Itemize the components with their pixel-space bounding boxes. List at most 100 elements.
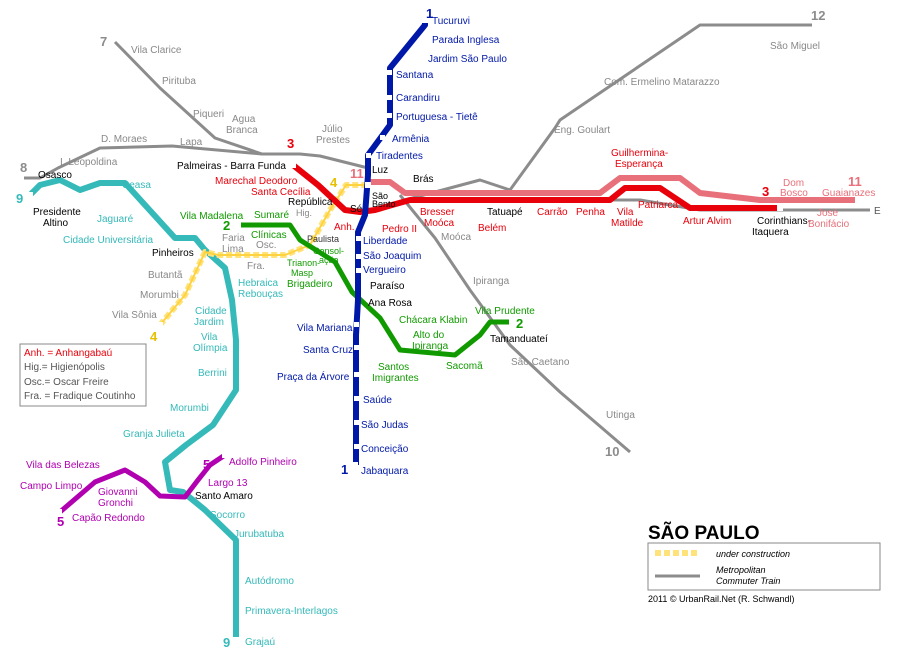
station-conceicao: Conceição bbox=[361, 444, 409, 455]
line-8-label: 8 bbox=[20, 160, 27, 175]
station-faria-lima-2: Lima bbox=[222, 244, 244, 255]
station-santa-cecilia: Santa Cecília bbox=[251, 187, 311, 198]
line-1-top-label: 1 bbox=[426, 6, 433, 21]
station-campo-limpo: Campo Limpo bbox=[20, 481, 83, 492]
legend-box: under construction Metropolitan Commuter… bbox=[647, 542, 881, 591]
station-parada-inglesa: Parada Inglesa bbox=[432, 35, 500, 46]
station-chacara-klabin: Chácara Klabin bbox=[399, 315, 467, 326]
station-vila-clarice: Vila Clarice bbox=[131, 45, 182, 56]
station-vila-matilde-1: Vila bbox=[617, 207, 634, 218]
station-trianon-1: Trianon- bbox=[287, 258, 320, 268]
station-jose-bonifacio-1: José bbox=[817, 208, 839, 219]
station-armenia: Armênia bbox=[392, 134, 430, 145]
station-anh: Anh. bbox=[334, 222, 355, 233]
abbrev-anh: Anh. = Anhangabaú bbox=[24, 348, 112, 359]
line-9-top-label: 9 bbox=[16, 191, 23, 206]
abbreviation-box: Anh. = Anhangabaú Hig.= Higienópolis Osc… bbox=[19, 343, 147, 407]
station-giovanni-2: Gronchi bbox=[98, 498, 133, 509]
station-ipiranga: Ipiranga bbox=[473, 276, 510, 287]
station-santa-cruz: Santa Cruz bbox=[303, 345, 353, 356]
station-presidente-altino-1: Presidente bbox=[33, 207, 81, 218]
station-clinicas: Clínicas bbox=[251, 230, 287, 241]
station-largo13: Largo 13 bbox=[208, 478, 248, 489]
station-i-leopoldina: I. Leopoldina bbox=[60, 157, 118, 168]
station-butanta: Butantã bbox=[148, 270, 183, 281]
station-piqueri: Piqueri bbox=[193, 109, 224, 120]
line-11-track bbox=[368, 175, 860, 203]
station-paraiso: Paraíso bbox=[370, 281, 405, 292]
station-primavera: Primavera-Interlagos bbox=[245, 606, 338, 617]
station-presidente-altino-2: Altino bbox=[43, 218, 68, 229]
station-eng-goulart: Eng. Goulart bbox=[554, 125, 610, 136]
station-bresser-2: Moóca bbox=[424, 218, 454, 229]
line-7-label: 7 bbox=[100, 34, 107, 49]
station-consolacao-2: ação bbox=[319, 255, 339, 265]
commuter-line-7 bbox=[113, 40, 369, 170]
station-guilhermina-1: Guilhermina- bbox=[611, 148, 668, 159]
station-osasco: Osasco bbox=[38, 170, 72, 181]
station-paulista: Paulista bbox=[307, 234, 339, 244]
station-corinthians-2: Itaquera bbox=[752, 227, 789, 238]
station-cidade-jardim-2: Jardim bbox=[194, 317, 224, 328]
line-12-label: 12 bbox=[811, 8, 825, 23]
line-1-bottom-label: 1 bbox=[341, 462, 348, 477]
station-capao-redondo: Capão Redondo bbox=[72, 513, 145, 524]
station-vila-matilde-2: Matilde bbox=[611, 218, 644, 229]
station-guilhermina-2: Esperança bbox=[615, 159, 663, 170]
line-4-top-label: 4 bbox=[330, 175, 338, 190]
station-faria-lima-1: Faria bbox=[222, 233, 245, 244]
line-4-bottom-label: 4 bbox=[150, 329, 158, 344]
station-agua-branca-1: Agua bbox=[232, 114, 256, 125]
interchange-station-labels: Luz São Bento Sé Paraíso Ana Rosa Palmei… bbox=[33, 161, 811, 502]
line-9-station-labels: Ceasa Jaguaré Cidade Universitária Hebra… bbox=[63, 180, 338, 648]
station-vila-prudente: Vila Prudente bbox=[475, 306, 535, 317]
station-santos-1: Santos bbox=[378, 362, 409, 373]
station-pedro-ii: Pedro II bbox=[382, 224, 417, 235]
station-alto-ipiranga-1: Alto do bbox=[413, 330, 445, 341]
station-vila-belezas: Vila das Belezas bbox=[26, 460, 100, 471]
station-pirituba: Pirituba bbox=[162, 76, 196, 87]
station-jurubatuba: Jurubatuba bbox=[234, 529, 284, 540]
station-sao-miguel: São Miguel bbox=[770, 41, 820, 52]
station-consolacao-1: Consol- bbox=[313, 246, 344, 256]
station-vila-olimpia-2: Olímpia bbox=[193, 343, 228, 354]
station-bras: Brás bbox=[413, 174, 434, 185]
station-luz: Luz bbox=[372, 165, 388, 176]
line-11-station-labels: Dom Bosco José Bonifácio Guaianazes bbox=[780, 178, 875, 230]
station-sacoma: Sacomã bbox=[446, 361, 483, 372]
station-utinga: Utinga bbox=[606, 410, 635, 421]
station-santana: Santana bbox=[396, 70, 434, 81]
station-penha: Penha bbox=[576, 207, 605, 218]
line-9-track bbox=[27, 177, 239, 640]
station-vila-olimpia-1: Vila bbox=[201, 332, 218, 343]
station-sao-judas: São Judas bbox=[361, 420, 408, 431]
station-cidade-universitaria: Cidade Universitária bbox=[63, 235, 153, 246]
station-cidade-jardim-1: Cidade bbox=[195, 306, 227, 317]
line-11-right-label: 11 bbox=[848, 174, 862, 189]
station-osc: Osc. bbox=[256, 240, 277, 251]
line-2-station-labels: Vila Madalena Sumaré Clínicas Paulista C… bbox=[180, 210, 535, 384]
station-tucuruvi: Tucuruvi bbox=[432, 16, 470, 27]
station-d-moraes: D. Moraes bbox=[101, 134, 147, 145]
station-julio-prestes-1: Júlio bbox=[322, 124, 343, 135]
station-markers bbox=[27, 17, 861, 643]
line-2-right-label: 2 bbox=[516, 316, 523, 331]
line-5-bottom-label: 5 bbox=[57, 514, 64, 529]
station-palmeiras: Palmeiras - Barra Funda bbox=[177, 161, 286, 172]
station-ceasa: Ceasa bbox=[122, 180, 151, 191]
line-1-track bbox=[353, 20, 428, 465]
commuter-station-labels: Vila Clarice Pirituba Piqueri Agua Branc… bbox=[60, 41, 820, 421]
station-dom-bosco-1: Dom bbox=[783, 178, 804, 189]
station-corinthians-1: Corinthians- bbox=[757, 216, 811, 227]
line-number-labels: 1 1 2 2 3 3 4 4 5 5 7 8 9 9 10 11 11 12 … bbox=[16, 6, 881, 650]
station-jabaquara: Jabaquara bbox=[361, 466, 409, 477]
station-artur-alvim: Artur Alvim bbox=[683, 216, 731, 227]
commuter-line-8 bbox=[24, 144, 263, 180]
commuter-line-10 bbox=[398, 194, 631, 454]
station-saude: Saúde bbox=[363, 395, 392, 406]
line-9-bottom-label: 9 bbox=[223, 635, 230, 650]
line-10-label: 10 bbox=[605, 444, 619, 459]
station-vila-madalena: Vila Madalena bbox=[180, 211, 244, 222]
station-sumare: Sumaré bbox=[254, 210, 289, 221]
